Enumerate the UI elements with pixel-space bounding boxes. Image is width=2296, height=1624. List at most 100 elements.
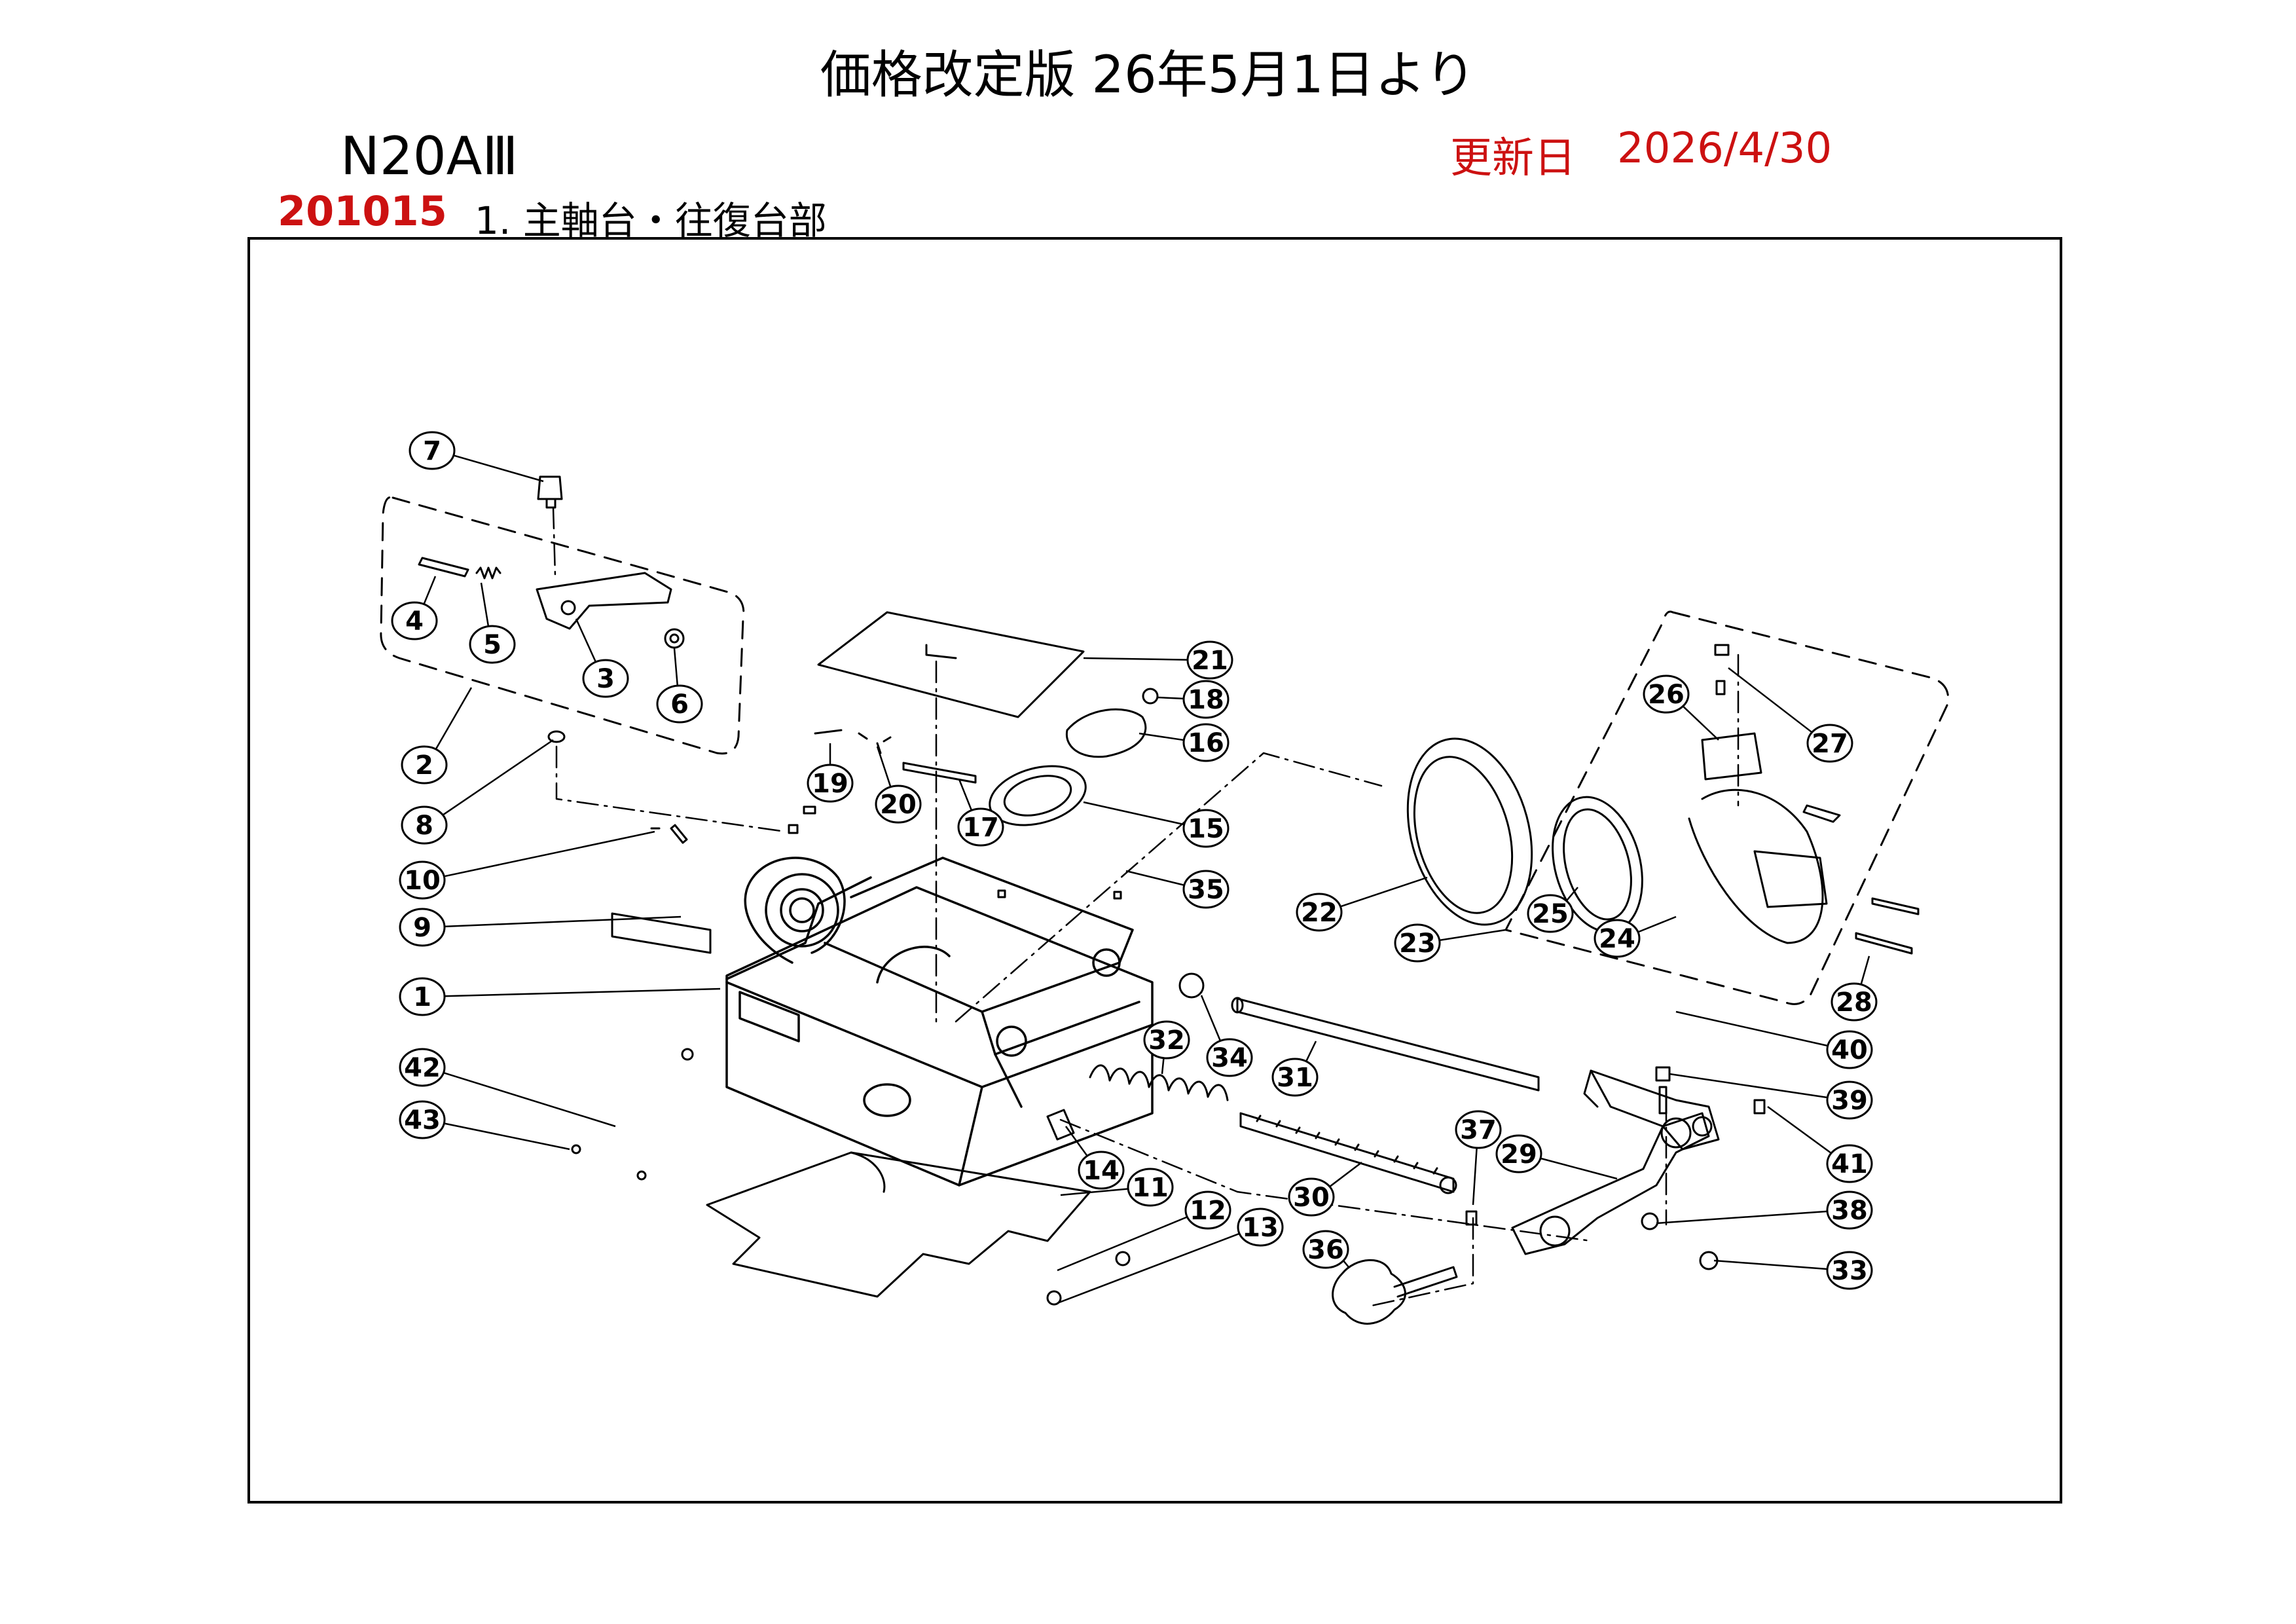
- callout-circle-9: [399, 908, 446, 947]
- callout-circle-18: [1182, 680, 1230, 719]
- callout-part-11: 11: [1060, 1168, 1174, 1207]
- callout-circle-14: [1078, 1151, 1125, 1190]
- leader-line-6: [673, 648, 679, 686]
- callout-part-27: 27: [1728, 667, 1853, 763]
- callout-part-16: 16: [1139, 723, 1230, 762]
- leader-line-31: [1305, 1041, 1317, 1062]
- callout-circle-26: [1643, 674, 1690, 714]
- filter-cap: [814, 688, 1159, 826]
- part-number-5: 5: [483, 630, 501, 660]
- leader-line-10: [444, 830, 655, 877]
- part-number-24: 24: [1599, 924, 1635, 954]
- callout-part-23: 23: [1394, 923, 1506, 963]
- leader-line-24: [1637, 915, 1677, 933]
- callout-circle-15: [1182, 809, 1230, 848]
- callout-circle-2: [401, 745, 448, 784]
- part-number-23: 23: [1399, 929, 1436, 959]
- callout-part-12: 12: [1057, 1190, 1231, 1272]
- callout-circle-33: [1826, 1251, 1873, 1290]
- callout-part-42: 42: [399, 1048, 616, 1128]
- callout-part-9: 9: [399, 908, 682, 947]
- callout-part-20: 20: [875, 746, 922, 824]
- part-number-43: 43: [404, 1105, 441, 1135]
- leader-line-4: [423, 576, 437, 605]
- callout-part-43: 43: [399, 1100, 570, 1151]
- subassembly-23-dashed-boundary: [1504, 610, 1950, 1005]
- leader-line-8: [442, 739, 554, 816]
- part-number-8: 8: [415, 811, 433, 841]
- leader-line-28: [1860, 955, 1870, 985]
- callout-circle-13: [1237, 1208, 1284, 1247]
- leader-line-27: [1728, 667, 1813, 733]
- callout-part-13: 13: [1057, 1208, 1284, 1304]
- leader-line-39: [1669, 1073, 1828, 1099]
- part-number-31: 31: [1277, 1063, 1313, 1093]
- part-number-6: 6: [670, 690, 689, 720]
- callout-circle-7: [409, 431, 456, 470]
- callout-circle-16: [1182, 723, 1230, 762]
- leader-line-36: [1342, 1260, 1349, 1268]
- callout-circle-3: [582, 659, 629, 698]
- part-number-26: 26: [1648, 680, 1685, 710]
- callout-circle-24: [1594, 919, 1641, 958]
- callout-part-35: 35: [1125, 870, 1230, 909]
- callout-part-33: 33: [1713, 1251, 1873, 1290]
- callout-part-8: 8: [401, 739, 554, 845]
- part-number-16: 16: [1188, 728, 1224, 758]
- chuck-rings: [1406, 732, 1841, 944]
- part-number-13: 13: [1242, 1213, 1279, 1243]
- callout-circle-17: [957, 807, 1004, 847]
- leader-line-21: [1083, 657, 1188, 661]
- part-number-35: 35: [1188, 875, 1224, 905]
- leader-line-35: [1125, 870, 1185, 886]
- section-name: 1. 主軸台・往復台部: [475, 198, 827, 243]
- callout-part-17: 17: [957, 779, 1004, 847]
- spring: [1089, 1064, 1229, 1101]
- part-number-39: 39: [1831, 1086, 1868, 1116]
- callout-part-39: 39: [1669, 1073, 1873, 1120]
- callout-circle-30: [1288, 1177, 1335, 1217]
- callout-part-6: 6: [656, 648, 703, 724]
- callout-circle-40: [1826, 1030, 1873, 1069]
- leader-line-15: [1083, 801, 1185, 826]
- callout-part-19: 19: [807, 743, 854, 803]
- part-number-22: 22: [1301, 898, 1338, 928]
- lever-assembly: [418, 475, 685, 743]
- callout-circle-22: [1296, 893, 1343, 932]
- leader-line-2: [435, 687, 473, 750]
- callout-part-2: 2: [401, 687, 473, 784]
- carriage-bracket: [1511, 1069, 1720, 1255]
- callout-part-5: 5: [469, 582, 516, 664]
- callout-part-7: 7: [409, 431, 544, 483]
- leader-line-5: [480, 582, 490, 627]
- callout-part-21: 21: [1083, 640, 1233, 680]
- callout-circle-1: [399, 977, 446, 1016]
- callout-part-40: 40: [1675, 1010, 1873, 1069]
- callout-part-30: 30: [1288, 1162, 1362, 1217]
- callout-circle-39: [1826, 1080, 1873, 1120]
- part-number-10: 10: [404, 866, 441, 896]
- callout-circle-25: [1527, 894, 1574, 933]
- part-number-1: 1: [413, 982, 431, 1012]
- leader-line-25: [1565, 887, 1578, 902]
- bolts: [1855, 897, 1920, 955]
- leader-line-37: [1472, 1147, 1478, 1206]
- washer-34: [1178, 972, 1205, 999]
- callout-circle-27: [1806, 724, 1853, 763]
- model-name: N20AⅢ: [340, 126, 519, 187]
- shafts: [1231, 997, 1540, 1194]
- callout-circle-31: [1271, 1058, 1319, 1097]
- callout-circle-20: [875, 784, 922, 824]
- part-number-38: 38: [1831, 1196, 1868, 1226]
- callout-part-22: 22: [1296, 876, 1428, 932]
- callout-circle-28: [1831, 982, 1878, 1022]
- callout-circle-42: [399, 1048, 446, 1087]
- callout-circle-8: [401, 805, 448, 845]
- callout-part-25: 25: [1527, 887, 1578, 933]
- part-number-3: 3: [596, 664, 615, 694]
- callout-part-38: 38: [1656, 1190, 1873, 1230]
- callout-part-41: 41: [1767, 1105, 1873, 1183]
- callout-circle-12: [1184, 1190, 1231, 1230]
- callout-circle-23: [1394, 923, 1441, 963]
- part-number-41: 41: [1831, 1149, 1868, 1179]
